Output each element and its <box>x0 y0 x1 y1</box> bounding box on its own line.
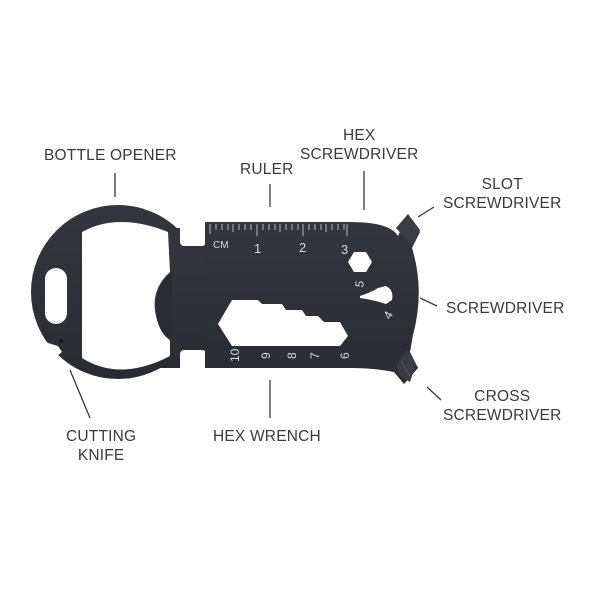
keyring-slot <box>45 268 67 324</box>
leader-slot-screwdriver <box>417 206 435 218</box>
ruler-mark-3: 3 <box>341 242 348 257</box>
leader-lines <box>69 171 442 419</box>
size-9: 9 <box>259 352 273 359</box>
ruler-mark-2: 2 <box>299 240 306 255</box>
size-7: 7 <box>308 352 322 359</box>
size-8: 8 <box>285 352 299 359</box>
ruler-mark-1: 1 <box>254 241 261 256</box>
leader-cutting-knife <box>69 369 91 419</box>
label-cutting-knife: CUTTING KNIFE <box>66 428 137 464</box>
label-slot-screwdriver: SLOT SCREWDRIVER <box>443 176 562 212</box>
cutting-knife-notch <box>38 339 63 360</box>
label-ruler: RULER <box>240 161 294 178</box>
ruler-engraving: CM 1 2 3 <box>213 240 348 257</box>
label-cross-screwdriver: CROSS SCREWDRIVER <box>443 388 562 424</box>
cross-screwdriver-tip <box>396 350 416 382</box>
slot-screwdriver-tip <box>396 214 420 246</box>
bottle-opener-opening <box>82 222 170 370</box>
label-screwdriver: SCREWDRIVER <box>446 300 565 317</box>
teardrop-hole <box>360 286 393 304</box>
label-bottle-opener: BOTTLE OPENER <box>44 147 177 164</box>
leader-screwdriver <box>419 297 438 307</box>
size-5: 5 <box>352 279 367 288</box>
label-hex-wrench: HEX WRENCH <box>213 428 321 445</box>
ruler-unit: CM <box>213 240 229 251</box>
hex-wrench-opening <box>218 300 348 346</box>
ruler-ticks <box>209 224 348 236</box>
leader-cross-screwdriver <box>426 386 442 401</box>
label-hex-screwdriver: HEX SCREWDRIVER <box>300 127 419 163</box>
size-6: 6 <box>338 352 352 359</box>
bottle-opener-lever <box>154 272 172 340</box>
size-10: 10 <box>228 348 242 362</box>
hex-hole <box>348 252 372 272</box>
